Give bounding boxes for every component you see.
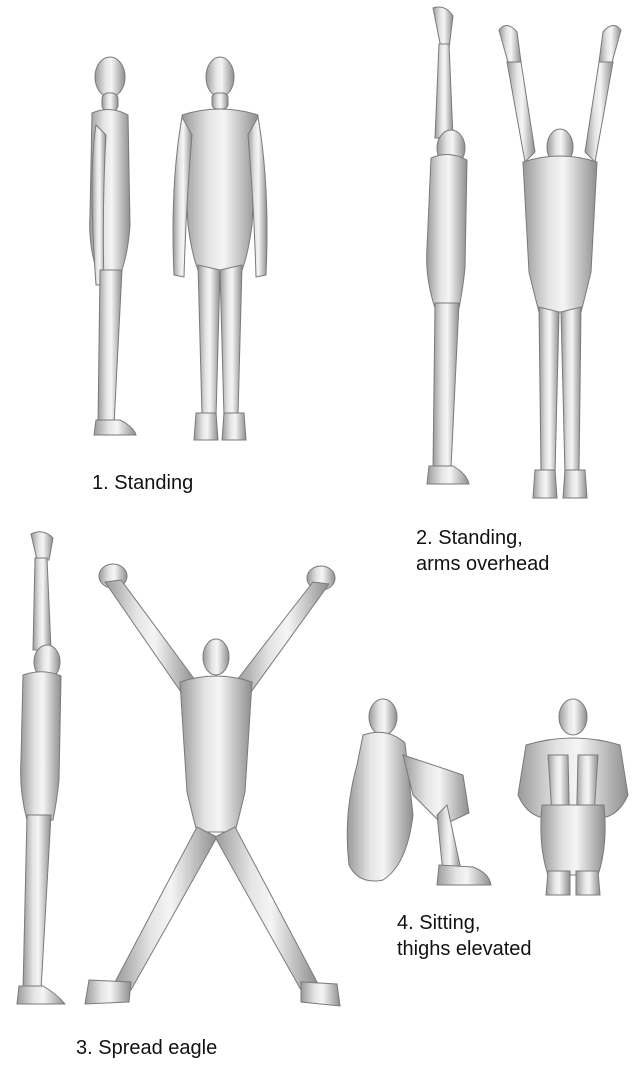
caption-line: 4. Sitting, [397, 910, 532, 936]
figure-spread-eagle-front [85, 562, 340, 1012]
figure-standing-front [160, 55, 280, 445]
caption-line: 1. Standing [92, 470, 193, 496]
pose-spread-eagle-panel: 3. Spread eagle [0, 530, 345, 1066]
caption-arms-overhead: 2. Standing, arms overhead [416, 525, 549, 577]
caption-line: arms overhead [416, 551, 549, 577]
caption-sitting: 4. Sitting, thighs elevated [397, 910, 532, 962]
caption-spread-eagle: 3. Spread eagle [76, 1035, 217, 1061]
figure-arms-overhead-front [495, 22, 625, 502]
figure-arms-overhead-side [405, 8, 485, 493]
pose-sitting-panel: 4. Sitting, thighs elevated [325, 680, 640, 990]
figure-standing-side [70, 55, 150, 445]
figure-sitting-side [343, 695, 493, 890]
caption-standing: 1. Standing [92, 470, 193, 496]
caption-line: thighs elevated [397, 936, 532, 962]
figure-sitting-front [508, 695, 638, 900]
figure-spread-eagle-side [5, 530, 75, 1012]
pose-standing-panel: 1. Standing [0, 0, 300, 500]
caption-line: 3. Spread eagle [76, 1035, 217, 1061]
caption-line: 2. Standing, [416, 525, 549, 551]
pose-arms-overhead-panel: 2. Standing, arms overhead [390, 0, 640, 590]
